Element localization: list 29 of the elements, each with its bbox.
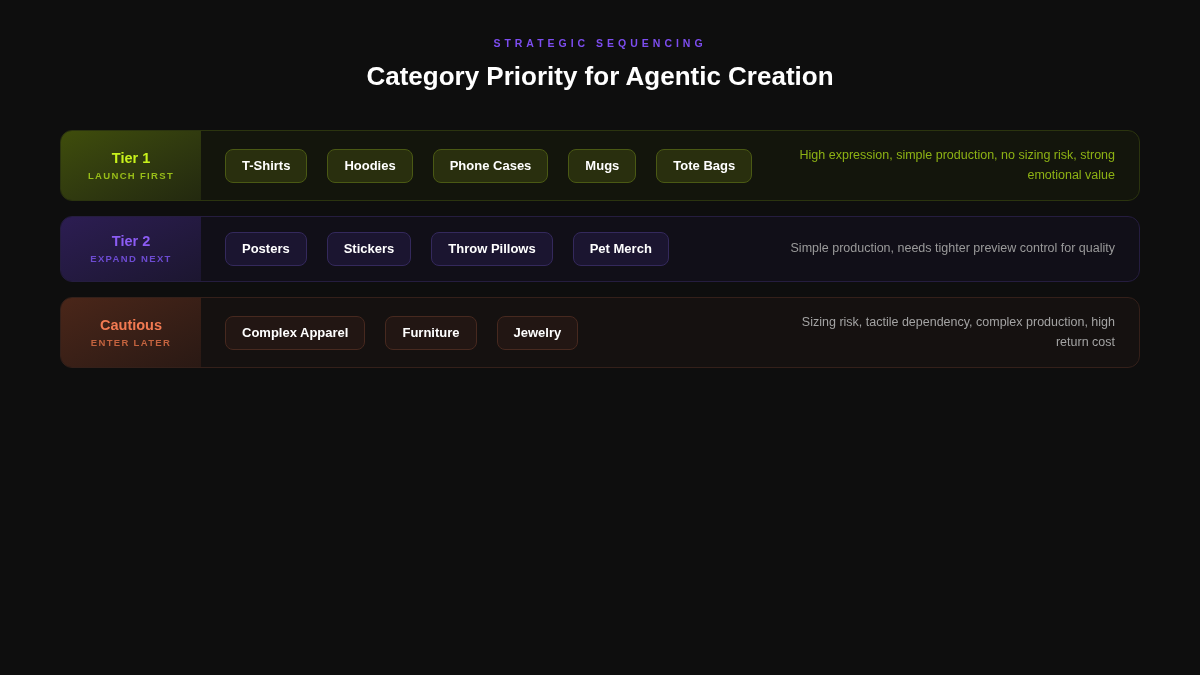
eyebrow-heading: STRATEGIC SEQUENCING (493, 37, 707, 50)
row-description: High expression, simple production, no sizing risk, strong emotional value (798, 147, 1115, 184)
category-chip: Complex Apparel (225, 315, 366, 350)
category-chip: Phone Cases (432, 148, 549, 183)
tier-row (60, 130, 1140, 201)
row-description: Sizing risk, tactile dependency, complex production, high return cost (800, 314, 1115, 351)
category-chip: T-Shirts (225, 148, 308, 183)
category-chip: Mugs (568, 148, 637, 183)
category-chip: Posters (225, 232, 307, 266)
tier-label-box (61, 131, 201, 200)
title: Category Priority for Agentic Creation (366, 60, 834, 92)
category-chip: Throw Pillows (431, 232, 553, 266)
tier-subtitle: EXPAND NEXT (90, 252, 172, 266)
category-chip: Stickers (326, 232, 412, 266)
category-chip: Tote Bags (656, 148, 753, 183)
tier-row (60, 297, 1140, 368)
tier-name: Tier 1 (111, 148, 151, 167)
category-chip: Furniture (385, 315, 477, 350)
row-description: Simple production, needs tighter preview control for quality (789, 240, 1115, 258)
tier-label-box (61, 298, 201, 367)
tier-name: Cautious (100, 315, 162, 334)
tier-subtitle: ENTER LATER (90, 335, 172, 350)
category-chip: Pet Merch (572, 232, 669, 266)
tier-subtitle: LAUNCH FIRST (87, 168, 175, 183)
category-chip: Jewelry (496, 315, 579, 350)
category-chip: Hoodies (327, 148, 413, 183)
tier-label-box (61, 217, 201, 281)
tier-name: Tier 2 (111, 232, 151, 250)
tier-row (60, 216, 1140, 282)
